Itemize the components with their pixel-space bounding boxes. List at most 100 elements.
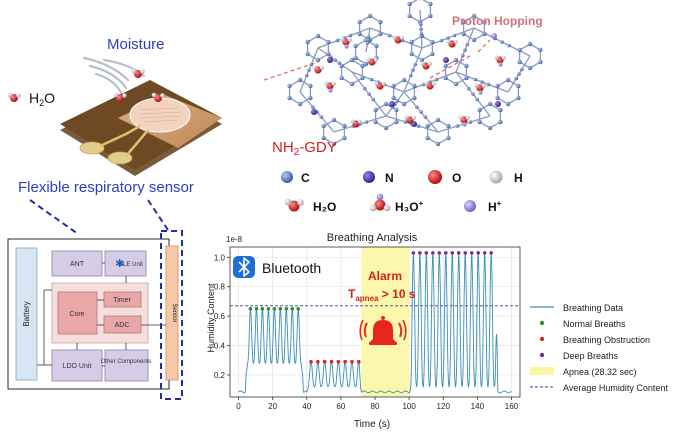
carbon-atom xyxy=(307,68,311,72)
carbon-atom xyxy=(475,98,479,102)
carbon-atom xyxy=(482,32,486,36)
x-axis-label: Time (s) xyxy=(354,419,390,430)
x-tick-label: 60 xyxy=(336,402,345,411)
carbon-atom xyxy=(402,78,406,82)
carbon-atom xyxy=(332,118,336,122)
carbon-atom xyxy=(412,84,416,88)
adc-label: ADC xyxy=(115,322,130,329)
carbon-atom xyxy=(454,58,458,62)
water-molecule xyxy=(392,35,404,43)
carbon-atom xyxy=(394,120,398,124)
breath-marker-deep xyxy=(450,251,454,255)
x-tick-label: 80 xyxy=(371,402,380,411)
carbon-atom xyxy=(370,78,374,82)
carbon-atom xyxy=(350,82,354,86)
carbon-atom xyxy=(360,76,364,80)
carbon-atom xyxy=(413,63,417,67)
carbon-atom xyxy=(378,32,382,36)
legend-normal-breaths: Normal Breaths xyxy=(563,319,626,329)
carbon-atom xyxy=(488,126,492,130)
carbon-atom xyxy=(446,136,450,140)
carbon-atom xyxy=(391,96,395,100)
carbon-atom xyxy=(453,34,457,38)
carbon-atom xyxy=(316,34,320,38)
hydrogen-atom-icon xyxy=(490,171,503,184)
gdy-label: NH2-GDY xyxy=(272,139,337,158)
alarm-condition: Tapnea > 10 s xyxy=(348,287,416,303)
breath-marker-deep xyxy=(438,251,442,255)
carbon-atom xyxy=(395,99,399,103)
oxygen-atom-icon xyxy=(428,170,442,184)
water-molecule xyxy=(340,37,352,48)
h2o-label: H2O xyxy=(29,90,55,108)
x-tick-label: 0 xyxy=(236,402,241,411)
carbon-atom xyxy=(402,102,406,106)
carbon-atom xyxy=(419,110,423,114)
carbon-atom xyxy=(363,87,367,91)
y-scale-label: 1e-8 xyxy=(226,235,243,244)
bluetooth-label: Bluetooth xyxy=(262,260,321,276)
ldo-label: LDO Unit xyxy=(63,363,92,370)
breath-marker-obstruction xyxy=(337,360,341,364)
connector-left xyxy=(30,200,78,234)
carbon-atom xyxy=(495,96,499,100)
carbon-atom xyxy=(443,76,447,80)
carbon-atom xyxy=(425,136,429,140)
carbon-atom xyxy=(487,83,491,87)
carbon-atom xyxy=(472,38,476,42)
breath-marker-deep xyxy=(470,251,474,255)
x-tick-label: 140 xyxy=(471,402,485,411)
carbon-atom xyxy=(465,43,469,47)
carbon-atom xyxy=(495,84,499,88)
breath-marker-deep xyxy=(476,251,480,255)
carbon-atom xyxy=(366,38,370,42)
carbon-atom xyxy=(528,42,532,46)
carbon-atom xyxy=(538,48,542,52)
carbon-atom xyxy=(514,77,518,81)
core-label: Core xyxy=(69,311,84,318)
ble-label: BLE Unit xyxy=(119,262,143,268)
carbon-atom xyxy=(384,126,388,130)
water-molecule xyxy=(446,39,458,47)
water-molecule xyxy=(424,81,436,89)
breath-marker-deep xyxy=(444,251,448,255)
water-molecule xyxy=(324,81,336,92)
x-tick-label: 100 xyxy=(402,402,416,411)
chart-title: Breathing Analysis xyxy=(327,232,418,244)
carbon-atom xyxy=(298,102,302,106)
carbon-atom xyxy=(456,124,460,128)
carbon-atom xyxy=(498,108,502,112)
breath-marker-obstruction xyxy=(330,360,334,364)
legend-hplus: H+ xyxy=(488,199,502,214)
carbon-atom xyxy=(415,105,419,109)
breath-marker-deep xyxy=(412,251,416,255)
carbon-atom xyxy=(430,52,434,56)
legend-apnea-swatch xyxy=(530,367,554,375)
breath-marker-normal xyxy=(279,307,283,311)
carbon-atom xyxy=(388,34,392,38)
carbon-atom xyxy=(488,102,492,106)
carbon-atom xyxy=(477,108,481,112)
breath-marker-normal xyxy=(290,307,294,311)
legend-deep-breaths: Deep Breaths xyxy=(563,351,619,361)
breath-marker-deep xyxy=(431,251,435,255)
carbon-atom xyxy=(464,64,468,68)
hopping-proton xyxy=(491,33,497,39)
carbon-atom xyxy=(409,52,413,56)
carbon-atom xyxy=(407,14,411,18)
carbon-atom xyxy=(336,39,340,43)
breath-marker-obstruction xyxy=(323,360,327,364)
carbon-atom xyxy=(474,78,478,82)
water-molecule xyxy=(312,65,324,73)
water-molecule xyxy=(374,81,386,89)
breath-marker-obstruction xyxy=(343,360,347,364)
nitrogen-atom xyxy=(495,101,501,107)
timer-label: Timer xyxy=(113,297,131,304)
alarm-label: Alarm xyxy=(368,269,402,283)
legend-nitrogen: N xyxy=(385,171,394,185)
carbon-atom xyxy=(367,35,371,39)
carbon-atom xyxy=(446,124,450,128)
carbon-atom xyxy=(419,32,423,36)
legend-breathing-data: Breathing Data xyxy=(563,303,623,313)
